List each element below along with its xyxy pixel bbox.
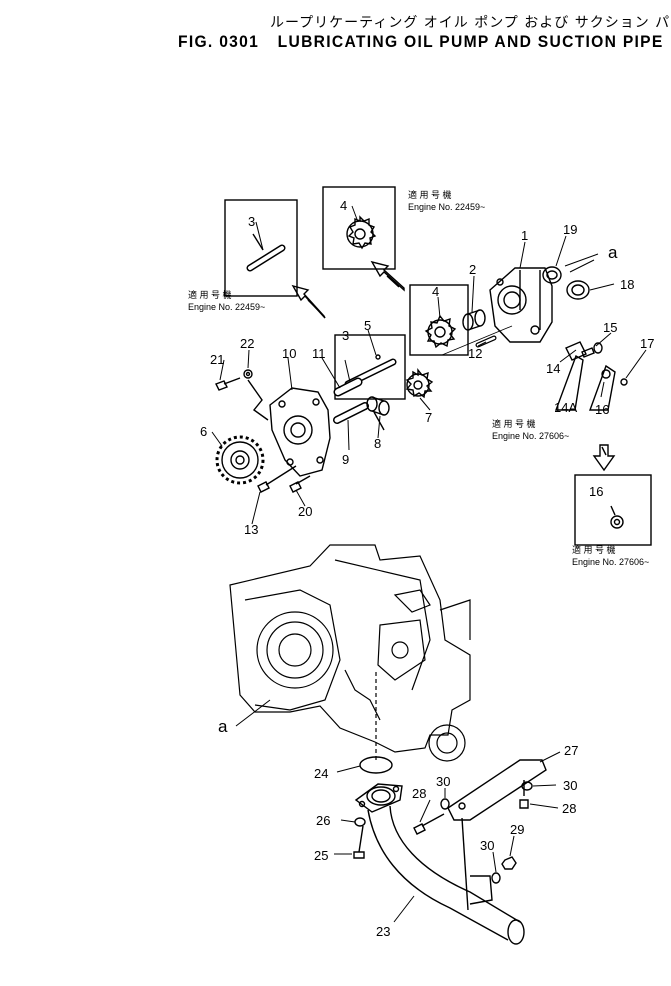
callout-27: 27: [564, 743, 578, 758]
seal-ring-18: [566, 280, 590, 300]
bolt-20: [289, 475, 311, 493]
figure-number: FIG. 0301: [178, 32, 260, 51]
arrow-to-detail-16: [592, 444, 616, 472]
bolt-21: [215, 377, 241, 391]
bushing-8: [366, 396, 390, 431]
callout-23: 23: [376, 924, 390, 939]
callout-19: 19: [563, 222, 577, 237]
callout-10: 10: [282, 346, 296, 361]
bushing-2: [462, 309, 486, 331]
callout-30b: 30: [563, 778, 577, 793]
figure-title: FIG. 0301 LUBRICATING OIL PUMP AND SUCTI…: [178, 32, 664, 52]
callout-11: 11: [312, 346, 326, 361]
bolt-13: [257, 465, 297, 493]
bolt-28-a: [413, 813, 445, 835]
pin-12: [441, 325, 513, 356]
callout-1: 1: [521, 228, 528, 243]
applicability-note-4: 適 用 号 機 Engine No. 27606~: [572, 544, 649, 567]
detail-box-part-16: [574, 474, 652, 546]
detail-box-gear-4: [322, 186, 396, 270]
callout-22: 22: [240, 336, 254, 351]
callout-16b: 16: [589, 484, 603, 499]
gasket-24: [359, 756, 393, 774]
applicability-note-3: 適 用 号 機 Engine No. 27606~: [492, 418, 569, 441]
callout-29: 29: [510, 822, 524, 837]
arrow-to-detail-3: [291, 284, 326, 319]
gear-6: [215, 435, 265, 485]
washer-30-a: [440, 798, 450, 810]
callout-14a: 14A: [554, 400, 577, 415]
washer-30-c: [491, 872, 501, 884]
japanese-title: ループリケーティング オイル ポンプ および サクション パイプ: [270, 15, 671, 31]
reference-a-engine: a: [218, 717, 228, 736]
relief-valve-parts: [554, 341, 628, 411]
leader-lines: [211, 205, 647, 923]
bracket-27: [447, 759, 547, 911]
callout-26: 26: [316, 813, 330, 828]
reference-a-top: a: [608, 243, 618, 262]
callout-28a: 28: [412, 786, 426, 801]
svg-text:適 用 号 機: 適 用 号 機: [492, 418, 536, 429]
callout-20: 20: [298, 504, 312, 519]
callout-30a: 30: [436, 774, 450, 789]
bolt-28-b: [519, 780, 529, 809]
callout-21: 21: [210, 352, 224, 367]
callout-18: 18: [620, 277, 634, 292]
svg-text:適 用 号 機: 適 用 号 機: [572, 544, 616, 555]
callout-28b: 28: [562, 801, 576, 816]
callout-7: 7: [425, 410, 432, 425]
svg-text:適 用 号 機: 適 用 号 機: [188, 289, 232, 300]
callout-5: 5: [364, 318, 371, 333]
callout-2: 2: [469, 262, 476, 277]
svg-text:Engine No. 22459~: Engine No. 22459~: [408, 202, 485, 212]
callout-8: 8: [374, 436, 381, 451]
callout-25: 25: [314, 848, 328, 863]
bushing-11: [333, 377, 363, 397]
washer-30-b: [521, 781, 533, 791]
callout-13: 13: [244, 522, 258, 537]
svg-text:Engine No. 22459~: Engine No. 22459~: [188, 302, 265, 312]
callout-30c: 30: [480, 838, 494, 853]
engine-block: [229, 544, 471, 762]
callout-12: 12: [468, 346, 482, 361]
applicability-note-1: 適 用 号 機 Engine No. 22459~: [408, 189, 485, 212]
callout-24: 24: [314, 766, 328, 781]
arrow-to-detail-4: [370, 260, 405, 292]
callout-16a: 16: [595, 402, 609, 417]
callout-6: 6: [200, 424, 207, 439]
callout-4a: 4: [340, 198, 347, 213]
flange-and-pipe-23: [354, 783, 525, 945]
shaft-9: [333, 402, 369, 424]
washer-26: [354, 817, 366, 827]
washer-22: [243, 369, 253, 379]
callout-14: 14: [546, 361, 560, 376]
callout-3a: 3: [248, 214, 255, 229]
svg-text:Engine No. 27606~: Engine No. 27606~: [492, 431, 569, 441]
callout-4b: 4: [432, 284, 439, 299]
reference-labels: a a: [218, 243, 618, 736]
svg-text:Engine No. 27606~: Engine No. 27606~: [572, 557, 649, 567]
gear-4-inset: [409, 284, 469, 356]
callout-9: 9: [342, 452, 349, 467]
callout-labels: 1 2 3 3 4 4 5 6 7 8 9 10 11 12 13 14 14A…: [200, 198, 654, 939]
gear-7: [405, 368, 434, 399]
svg-text:適 用 号 機: 適 用 号 機: [408, 189, 452, 200]
cover-10: [247, 379, 331, 477]
applicability-note-2: 適 用 号 機 Engine No. 22459~: [188, 289, 265, 312]
oil-seal-19: [542, 266, 562, 284]
detail-box-pin-3: [224, 199, 298, 297]
callout-17: 17: [640, 336, 654, 351]
callout-15: 15: [603, 320, 617, 335]
bolt-25: [353, 825, 365, 859]
callout-3b: 3: [342, 328, 349, 343]
figure-caption: LUBRICATING OIL PUMP AND SUCTION PIPE: [277, 32, 664, 51]
nut-29: [501, 856, 517, 870]
